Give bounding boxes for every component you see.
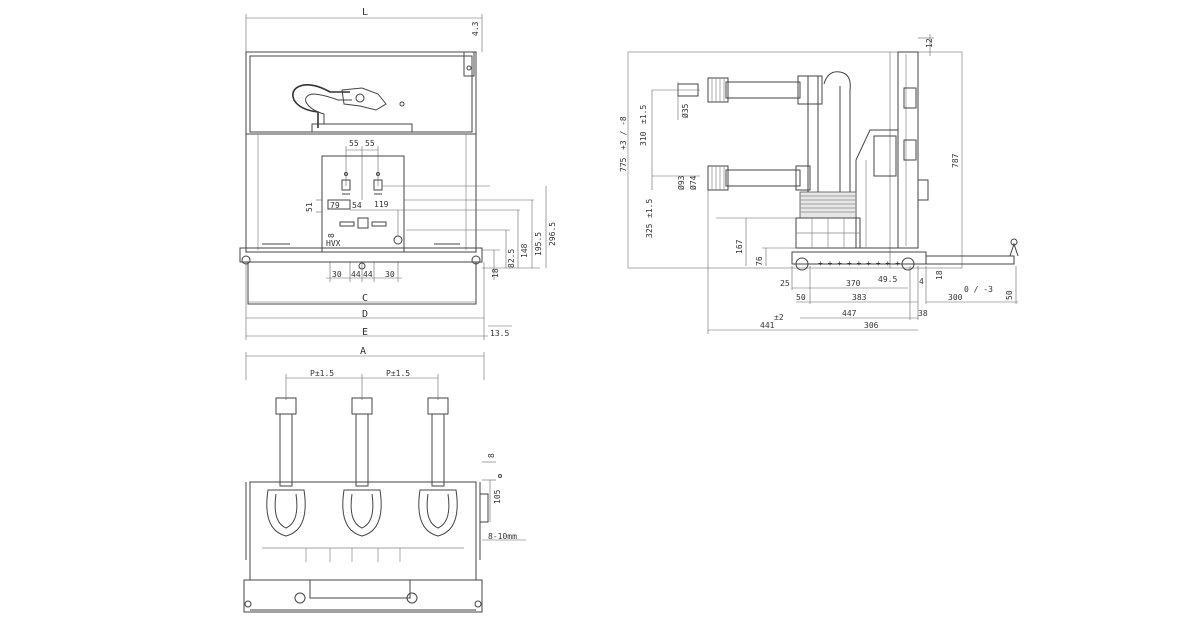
label-d: D [362, 309, 368, 320]
dim-4-3-label: 4.3 [471, 21, 480, 36]
dim-370-label: 370 [846, 279, 861, 288]
dim-a-label: A [360, 346, 366, 357]
dim-82-5-label: 82.5 [507, 249, 516, 268]
side-frame [627, 51, 963, 269]
indicator-right [373, 179, 383, 191]
dim-18-side-label: 18 [935, 270, 944, 280]
dim-30-left-label: 30 [332, 270, 342, 279]
dim-49-5-label: 49.5 [878, 275, 897, 284]
dim-310-tol: ±1.5 [639, 105, 648, 124]
dim-300-tol: 0 / -3 [964, 285, 993, 294]
lower-contact-arm [725, 169, 801, 187]
plan-frame [249, 481, 477, 581]
dim-50a-label: 50 [796, 293, 806, 302]
pitch-left-p-label: P±1.5 [310, 369, 334, 378]
front-housing [245, 51, 477, 253]
truck-markings: + + + + + + + + + [818, 259, 900, 268]
drawout-handle [925, 255, 1015, 265]
dim-787-label: 787 [951, 153, 960, 168]
plan-view: A P±1.5 P±1.5 [243, 346, 526, 613]
dim-12-label: 12 [925, 38, 934, 48]
dim-441-tol: ±2 [774, 313, 784, 322]
control-panel [321, 155, 405, 253]
dim-25-label: 25 [780, 279, 790, 288]
pitch-right-p-label: P±1.5 [386, 369, 410, 378]
operating-handle [292, 84, 350, 128]
dim-306-label: 306 [864, 321, 879, 330]
dia-74-label: Ø74 [688, 175, 698, 190]
dim-30-right-label: 30 [385, 270, 395, 279]
pole-left [266, 397, 306, 537]
dia-35-label: Ø35 [680, 103, 690, 118]
pole-right [418, 397, 458, 537]
dim-775-label: 775 [619, 157, 628, 172]
pole-middle [342, 397, 382, 537]
dim-54-label: 54 [352, 201, 362, 210]
dim-119-label: 119 [374, 200, 389, 209]
side-view: 12 787 [619, 34, 1019, 334]
dim-79-label: 79 [330, 201, 340, 210]
dim-18-label: 18 [491, 268, 500, 278]
dim-325-label: 325 [645, 223, 654, 238]
dia-93-label: Ø93 [676, 175, 686, 190]
dim-8-label: 8 [327, 233, 336, 238]
dim-38-label: 38 [918, 309, 928, 318]
dim-76-label: 76 [755, 256, 764, 266]
dim-447-label: 447 [842, 309, 857, 318]
upper-contact-arm [725, 81, 801, 99]
dim-325-tol: ±1.5 [645, 199, 654, 218]
pitch-right-label: 55 [365, 139, 375, 148]
dim-l-label: L [362, 7, 368, 18]
label-e: E [362, 327, 368, 338]
brand-label: HVX [326, 239, 341, 248]
plan-base [243, 579, 483, 613]
dim-8-bottom-label: 8 [487, 453, 496, 458]
dim-44a-label: 44 [351, 270, 361, 279]
dim-441-label: 441 [760, 321, 775, 330]
label-c: C [362, 293, 368, 304]
pitch-left-label: 55 [349, 139, 359, 148]
dim-383-label: 383 [852, 293, 867, 302]
dim-50b-label: 50 [1005, 290, 1014, 300]
dim-195-5-label: 195.5 [534, 232, 543, 256]
dim-13-5-label: 13.5 [490, 329, 509, 338]
dim-167-label: 167 [735, 239, 744, 254]
dim-44b-label: 44 [363, 270, 373, 279]
note-8-10mm: 8-10mm [488, 532, 517, 541]
indicator-left [341, 179, 351, 191]
breaker-body [855, 129, 899, 249]
front-view: L 4.3 55 55 79 [239, 7, 557, 340]
dim-105-label: 105 [493, 489, 502, 504]
dim-51-label: 51 [305, 202, 314, 212]
dim-148-label: 148 [520, 243, 529, 258]
dim-296-5-label: 296.5 [548, 222, 557, 246]
dim-775-tol: +3 / -8 [619, 116, 628, 150]
dim-4-label: 4 [919, 277, 924, 286]
front-chassis [239, 247, 483, 263]
dim-300-label: 300 [948, 293, 963, 302]
dim-310-label: 310 [639, 131, 648, 146]
